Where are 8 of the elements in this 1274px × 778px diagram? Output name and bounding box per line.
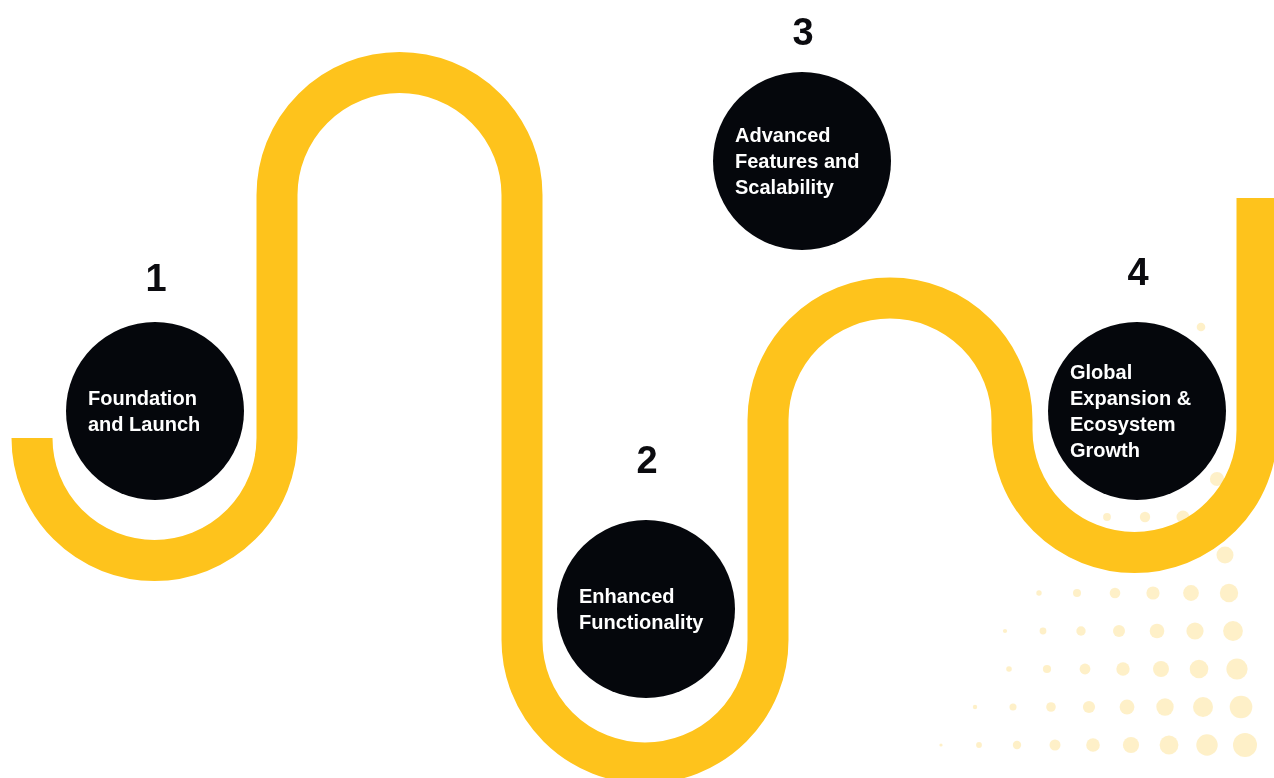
step-number: 1 (144, 258, 168, 298)
step-number: 2 (635, 440, 659, 480)
milestone-label: Foundation and Launch (87, 386, 202, 437)
step-number: 3 (791, 12, 815, 52)
milestone-label: Enhanced Functionality (578, 584, 705, 635)
milestone-label: Advanced Features and Scalability (734, 123, 861, 200)
milestone-label: Global Expansion & Ecosystem Growth (1069, 360, 1193, 463)
step-number: 4 (1126, 252, 1150, 292)
